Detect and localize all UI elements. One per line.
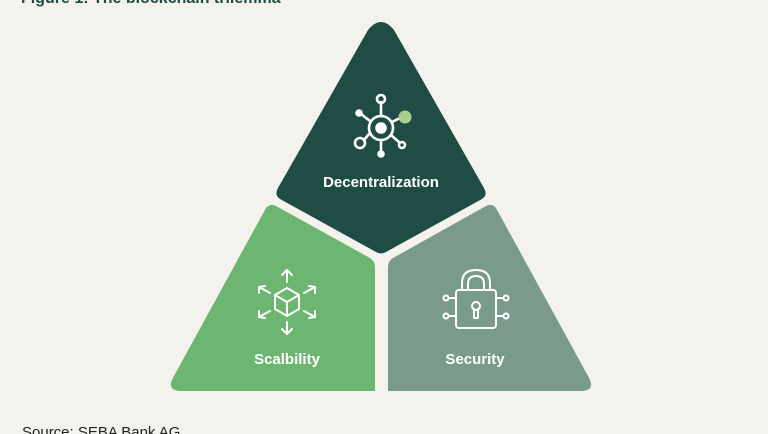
expanding-cube-icon	[258, 269, 316, 335]
figure-source: Source: SEBA Bank AG	[22, 424, 181, 434]
segment-security: Security	[388, 204, 592, 391]
padlock-circuit-icon	[442, 269, 510, 329]
segment-scalability: Scalbility	[170, 204, 375, 391]
segment-security-shape	[388, 204, 592, 391]
segment-decentralization: Decentralization	[276, 22, 486, 254]
network-nodes-icon	[353, 93, 407, 158]
segment-decentralization-shape	[276, 22, 486, 254]
segment-decentralization-label: Decentralization	[323, 174, 439, 191]
segment-security-label: Security	[445, 351, 505, 368]
figure-title: Figure 1: The blockchain trilemma	[21, 0, 281, 9]
segment-scalability-shape	[170, 204, 375, 391]
highlight-node-icon	[398, 110, 412, 124]
segment-scalability-label: Scalbility	[254, 351, 321, 368]
